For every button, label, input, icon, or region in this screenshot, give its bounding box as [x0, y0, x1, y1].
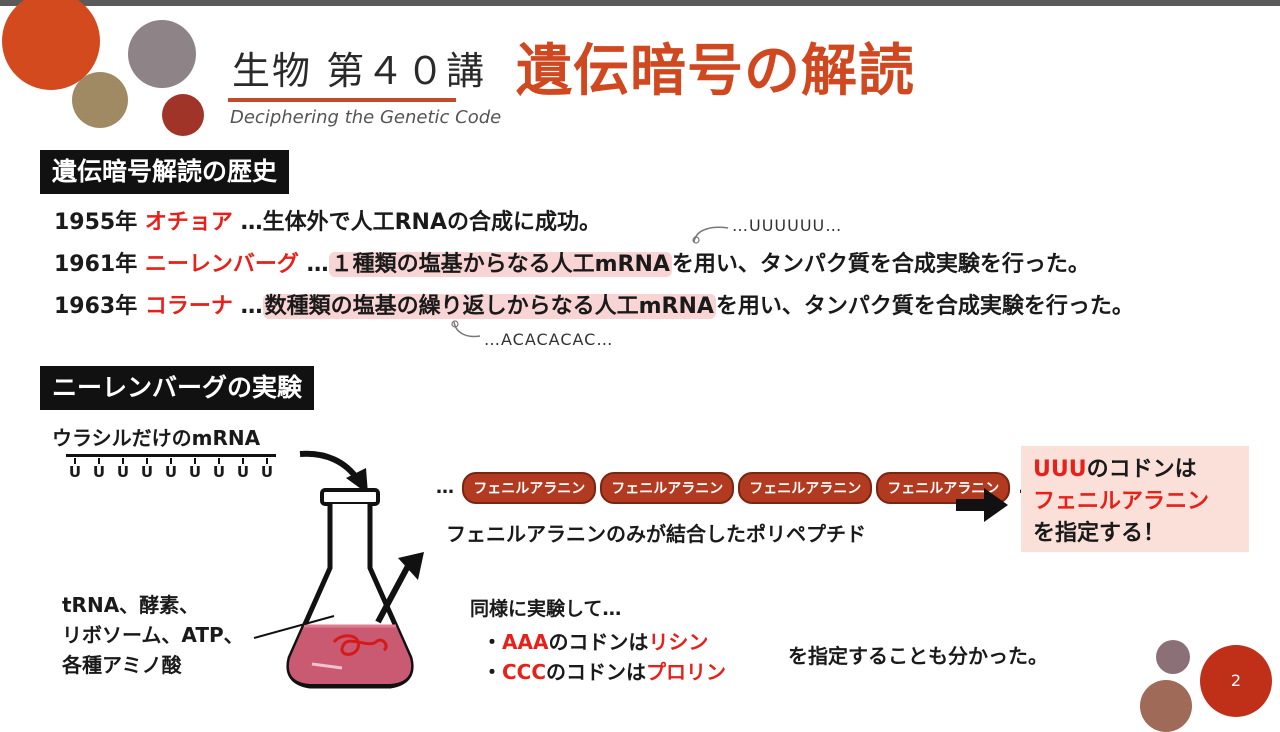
base-letter: U [212, 463, 226, 481]
page-title: 遺伝暗号の解読 [516, 39, 915, 104]
highlight-text: １種類の塩基からなる人工mRNA [328, 252, 672, 277]
scientist-name: オチョア [144, 210, 233, 235]
amino-acid-name: プロリン [646, 660, 727, 684]
base-letter: U [260, 463, 274, 481]
title-underline [228, 98, 456, 102]
note-uuu: …UUUUUU… [732, 216, 843, 235]
bullet-text: のコドンは [548, 630, 649, 654]
bullet-dot: ・ [482, 630, 502, 654]
reagent-line: 各種アミノ酸 [62, 653, 182, 677]
arrow-into-flask-icon [299, 450, 368, 494]
result-box: UUUのコドンは フェニルアラニン を指定する！ [1021, 446, 1249, 552]
result-text: を指定する！ [1033, 521, 1166, 546]
history-text: を用い、タンパク質を合成実験を行った。 [715, 294, 1134, 319]
amino-acid-unit: フェニルアラニン [600, 472, 735, 504]
page-number: 2 [1200, 645, 1272, 717]
scientist-name: ニーレンバーグ [144, 252, 299, 277]
history-row: 1963年 コラーナ …数種類の塩基の繰り返しからなる人工mRNAを用い、タンパ… [54, 288, 1134, 320]
amino-acid-name: フェニルアラニン [1033, 489, 1210, 514]
base-letter: U [116, 463, 130, 481]
reagent-line: tRNA、酵素、 [62, 593, 200, 617]
separator: … [240, 210, 263, 235]
leader-line [253, 615, 335, 639]
mrna-label: ウラシルだけのmRNA [52, 426, 261, 450]
top-bar [0, 0, 1280, 6]
also-end: を指定することも分かった。 [788, 644, 1048, 668]
amino-acid-name: リシン [648, 630, 709, 654]
mrna-base: U [162, 458, 180, 480]
base-letter: U [236, 463, 250, 481]
amino-acid-unit: フェニルアラニン [738, 472, 873, 504]
base-letter: U [164, 463, 178, 481]
year: 1955年 [54, 210, 138, 235]
scientist-name: コラーナ [144, 294, 233, 319]
bullet-dot: ・ [482, 660, 502, 684]
amino-acid-unit: フェニルアラニン [876, 472, 1011, 504]
mrna-base: U [186, 458, 204, 480]
codon-bullet: ・CCCのコドンはプロリン [482, 656, 726, 685]
mrna-base: U [210, 458, 228, 480]
note-acac: …ACACACAC… [484, 330, 614, 349]
mrna-base: U [138, 458, 156, 480]
history-text: を用い、タンパク質を合成実験を行った。 [671, 252, 1090, 277]
decor-circle [2, 0, 100, 90]
separator: … [240, 294, 263, 319]
reagent-list: tRNA、酵素、 リボソーム、ATP、 各種アミノ酸 [62, 590, 244, 680]
decor-circle [1156, 640, 1190, 674]
mrna-strand [66, 454, 276, 457]
base-letter: U [140, 463, 154, 481]
history-row: 1955年 オチョア …生体外で人工RNAの合成に成功。 [54, 204, 601, 236]
base-tick [194, 458, 196, 464]
mrna-base: U [90, 458, 108, 480]
mrna-base: U [114, 458, 132, 480]
reagent-line: リボソーム、ATP、 [62, 623, 244, 647]
flask-icon [286, 488, 414, 689]
base-tick [170, 458, 172, 464]
codon-uuu: UUU [1033, 457, 1087, 482]
base-tick [122, 458, 124, 464]
also-intro: 同様に実験して… [470, 598, 622, 620]
decor-circle [162, 94, 204, 136]
separator: … [306, 252, 329, 277]
base-tick [218, 458, 220, 464]
year: 1961年 [54, 252, 138, 277]
base-tick [266, 458, 268, 464]
decor-circle [72, 72, 128, 128]
base-letter: U [188, 463, 202, 481]
subtitle: Deciphering the Genetic Code [230, 107, 502, 128]
base-tick [98, 458, 100, 464]
year: 1963年 [54, 294, 138, 319]
result-text: のコドンは [1086, 457, 1197, 482]
section-heading-history: 遺伝暗号解読の歴史 [40, 150, 290, 194]
decor-circle [1140, 680, 1192, 732]
history-text: 生体外で人工RNAの合成に成功。 [262, 210, 601, 235]
bullet-text: のコドンは [546, 660, 647, 684]
chain-caption: フェニルアラニンのみが結合したポリペプチド [446, 522, 866, 546]
arrow-out-flask-icon [375, 552, 424, 624]
codon-bullet: ・AAAのコドンはリシン [482, 626, 708, 655]
mrna-base: U [234, 458, 252, 480]
curved-arrow-icon [692, 226, 729, 244]
base-letter: U [68, 463, 82, 481]
polypeptide-chain: … フェニルアラニンフェニルアラニンフェニルアラニンフェニルアラニン … [436, 472, 1037, 504]
codon: CCC [502, 660, 547, 684]
curved-arrow-icon [451, 320, 481, 338]
lecture-title: 生物 第４０講 [232, 49, 487, 93]
chain-ellipsis: … [436, 477, 454, 498]
base-tick [74, 458, 76, 464]
decor-circle [128, 20, 196, 88]
amino-acid-unit: フェニルアラニン [462, 472, 597, 504]
mrna-base: U [258, 458, 276, 480]
base-tick [242, 458, 244, 464]
history-row: 1961年 ニーレンバーグ …１種類の塩基からなる人工mRNAを用い、タンパク質… [54, 246, 1090, 278]
codon: AAA [502, 630, 549, 654]
highlight-text: 数種類の塩基の繰り返しからなる人工mRNA [262, 294, 716, 319]
base-tick [146, 458, 148, 464]
base-letter: U [92, 463, 106, 481]
mrna-base: U [66, 458, 84, 480]
right-arrow-icon [956, 488, 1008, 522]
section-heading-experiment: ニーレンバーグの実験 [40, 366, 315, 410]
